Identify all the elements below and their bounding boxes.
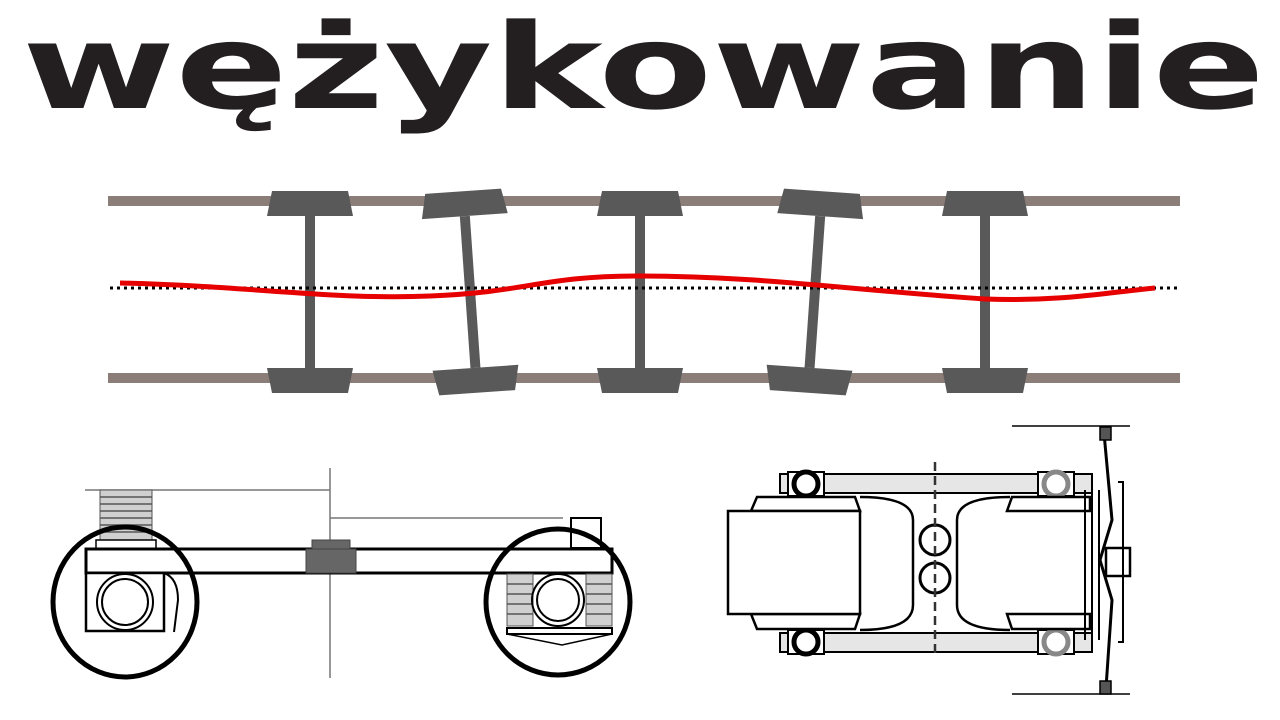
wheel-bottom (267, 368, 353, 393)
wheel-bottom (942, 368, 1028, 393)
detail-circle-right (483, 526, 633, 678)
wheel-left-bottom (749, 612, 862, 631)
pivot-top (311, 539, 351, 550)
bearing (1041, 469, 1071, 499)
left-axle-box (84, 571, 180, 633)
wheel-top (777, 188, 864, 220)
wheel-bottom (432, 364, 519, 396)
bolster (859, 495, 1011, 632)
bearing (1041, 627, 1071, 657)
wheel-top (267, 191, 353, 216)
page-title: wężykowanie (22, 0, 1265, 136)
wheel-right-top (1005, 495, 1092, 513)
car-body-left (726, 509, 862, 616)
steering-rod (1098, 432, 1114, 689)
wheel-bottom (766, 364, 853, 396)
wheel-top (597, 191, 683, 216)
bearing (791, 627, 821, 657)
bogie-side-view (50, 468, 633, 680)
axle (980, 216, 990, 368)
wheelset (597, 191, 683, 393)
pivot-block (305, 548, 357, 574)
actuator-box (1104, 546, 1132, 578)
track-top-view (108, 188, 1180, 396)
axle (635, 216, 645, 368)
wheel-top (421, 188, 508, 220)
right-axle-box (506, 573, 613, 646)
detail-circle-left (50, 524, 200, 680)
wheel-top (942, 191, 1028, 216)
rod-end (1099, 426, 1112, 441)
frame-end (1118, 481, 1124, 643)
wheel-bottom (597, 368, 683, 393)
wheelset (766, 188, 864, 396)
wheelset (942, 191, 1028, 393)
wheel-left-top (749, 495, 862, 513)
rod-end (1099, 680, 1112, 695)
axle (804, 215, 826, 369)
bearing (791, 469, 821, 499)
frame-lines (1084, 490, 1100, 640)
left-spring (95, 489, 157, 550)
hunting-path (119, 273, 1156, 303)
wheel-right-bottom (1005, 612, 1092, 631)
bogie-top-view (726, 425, 1132, 695)
